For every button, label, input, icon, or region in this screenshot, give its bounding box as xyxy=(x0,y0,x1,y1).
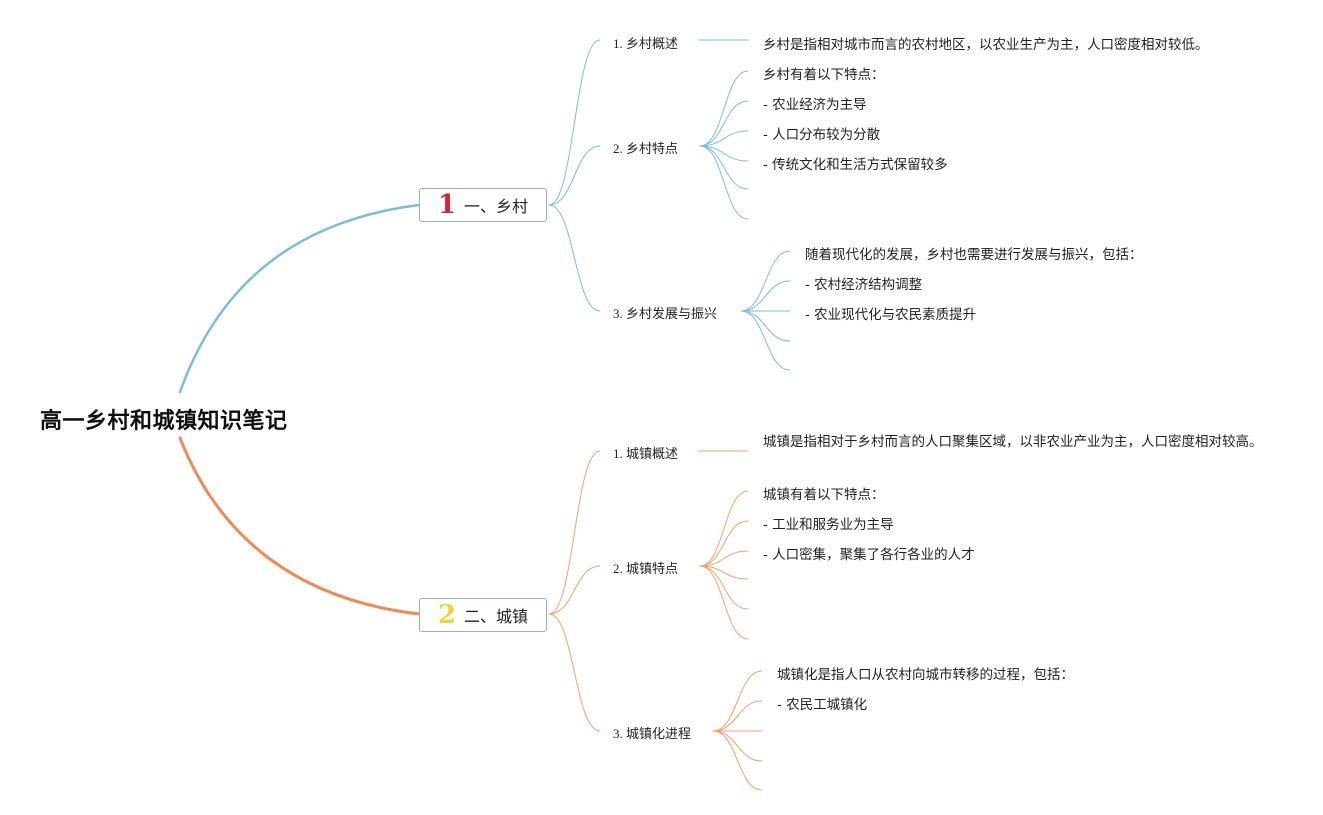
branch-urban[interactable]: 2 二、城镇 xyxy=(419,598,547,632)
link-leaf xyxy=(699,145,749,190)
link-leaf xyxy=(699,100,749,147)
link-leaf xyxy=(740,310,791,371)
branch-label: 一、乡村 xyxy=(464,197,529,216)
link-leaf xyxy=(699,550,749,567)
subtopic-rural-overview[interactable]: 1. 乡村概述 xyxy=(613,36,679,51)
subtopic-rural-features[interactable]: 2. 乡村特点 xyxy=(613,141,679,156)
link-rural-features xyxy=(548,145,601,206)
link-leaf xyxy=(699,520,749,567)
leaf-rural-feature-item[interactable]: - 人口分布较为分散 xyxy=(763,127,881,143)
link-leaf xyxy=(712,670,763,732)
leaf-urban-features-intro[interactable]: 城镇有着以下特点： xyxy=(763,487,885,503)
link-leaf xyxy=(699,565,749,640)
leaf-rural-development-intro[interactable]: 随着现代化的发展，乡村也需要进行发展与振兴，包括： xyxy=(805,247,1143,263)
branch-label: 二、城镇 xyxy=(464,607,529,626)
link-leaf xyxy=(712,730,763,791)
leaf-urban-feature-item[interactable]: - 工业和服务业为主导 xyxy=(763,517,894,533)
link-leaf xyxy=(699,70,749,147)
link-urban-overview xyxy=(548,450,601,615)
link-leaf xyxy=(699,130,749,147)
subtopic-urban-overview[interactable]: 1. 城镇概述 xyxy=(613,446,679,461)
link-urbanization xyxy=(548,613,601,732)
link-leaf xyxy=(740,250,791,312)
root-topic[interactable]: 高一乡村和城镇知识笔记 xyxy=(40,409,288,434)
subtopic-rural-development[interactable]: 3. 乡村发展与振兴 xyxy=(613,306,718,321)
link-rural-development xyxy=(548,204,601,312)
leaf-urbanization-item[interactable]: - 农民工城镇化 xyxy=(777,697,868,713)
leaf-urban-overview[interactable]: 城镇是指相对于乡村而言的人口聚集区域，以非农业产业为主，人口密度相对较高。 xyxy=(763,434,1263,450)
leaf-rural-development-item[interactable]: - 农业现代化与农民素质提升 xyxy=(805,307,977,323)
link-leaf xyxy=(699,145,749,220)
branch-rural[interactable]: 1 一、乡村 xyxy=(419,188,547,222)
leaf-rural-features-intro[interactable]: 乡村有着以下特点： xyxy=(763,67,885,83)
link-urban-features xyxy=(548,565,601,615)
link-leaf xyxy=(712,700,763,732)
leaf-rural-feature-item[interactable]: - 传统文化和生活方式保留较多 xyxy=(763,157,948,173)
subtopic-urbanization[interactable]: 3. 城镇化进程 xyxy=(613,726,692,741)
root-link-urban xyxy=(178,436,421,616)
subtopic-urban-features[interactable]: 2. 城镇特点 xyxy=(613,561,679,576)
branch-number-badge: 1 xyxy=(437,190,457,220)
leaf-urban-feature-item[interactable]: - 人口密集，聚集了各行各业的人才 xyxy=(763,547,975,563)
root-link-rural xyxy=(178,203,421,394)
link-rural-overview xyxy=(548,39,601,206)
branch-number-badge: 2 xyxy=(437,600,457,630)
leaf-rural-development-item[interactable]: - 农村经济结构调整 xyxy=(805,277,923,293)
link-leaf xyxy=(712,730,763,762)
leaf-rural-feature-item[interactable]: - 农业经济为主导 xyxy=(763,97,867,113)
link-leaf xyxy=(740,310,791,342)
link-leaf xyxy=(740,280,791,312)
link-leaf xyxy=(699,490,749,567)
leaf-rural-overview[interactable]: 乡村是指相对城市而言的农村地区，以农业生产为主，人口密度相对较低。 xyxy=(763,37,1209,53)
leaf-urbanization-intro[interactable]: 城镇化是指人口从农村向城市转移的过程，包括： xyxy=(777,667,1074,683)
link-leaf xyxy=(699,565,749,610)
